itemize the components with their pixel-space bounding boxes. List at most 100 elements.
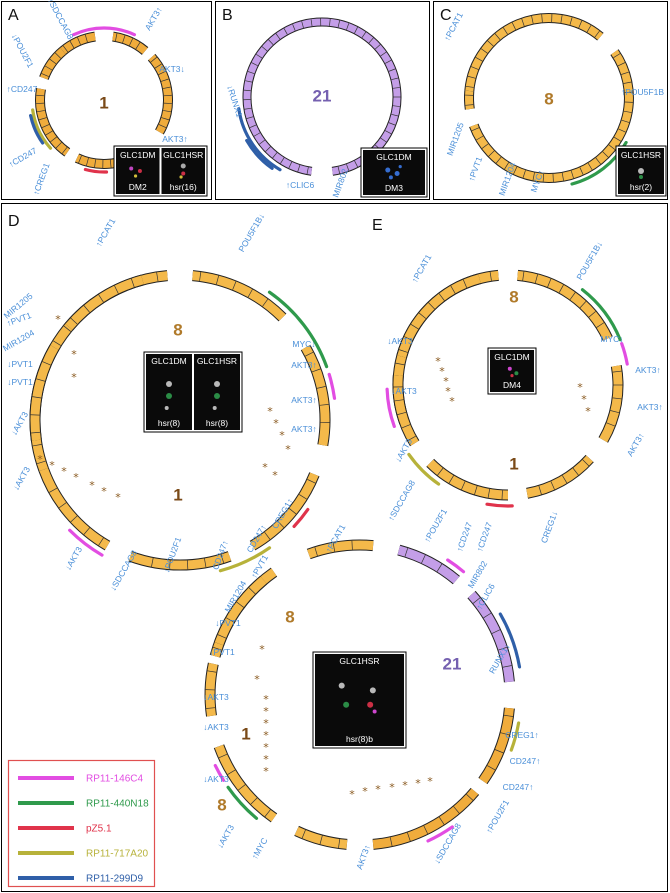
panel-b-ring-tick (245, 80, 253, 83)
panel-e-ring-tick (418, 312, 427, 319)
panel-b-inset-signal-dot (394, 170, 400, 176)
panel-a-ring-tick (161, 117, 170, 121)
panel-e-ring-tick (410, 324, 419, 330)
panel-b-ring-tick (247, 71, 255, 75)
panel-a-border (1, 1, 212, 200)
panel-c-ring-tick (504, 162, 510, 170)
panel-f-inset-signal-dot (372, 709, 377, 714)
panel-e-ring-band-4 (427, 459, 509, 500)
panel-f-ring-tick (332, 542, 336, 552)
panel-d-gene: ↑PCAT1 (93, 216, 117, 248)
panel-e-ring-tick (398, 349, 408, 353)
panel-f-star: * (259, 643, 265, 656)
panel-d-gene: ↓AKT3 (63, 545, 85, 572)
panel-e-gene: ↑PCAT1 (409, 252, 433, 284)
panel-d-ring-tick (277, 520, 285, 528)
panel-b-ring-tick (251, 62, 258, 66)
panel-f-star: * (263, 717, 269, 730)
panel-f-ring-tick (248, 587, 256, 595)
panel-d-star: * (73, 471, 79, 484)
panel-b-gene: ↓RUNX1 (225, 84, 245, 119)
panel-d-ring-tick (63, 325, 72, 332)
panel-e-inset-signal-dot (514, 371, 519, 376)
panel-f-star: * (263, 765, 269, 778)
legend-label: RP11-440N18 (86, 799, 149, 810)
panel-f-gene: ↓AKT3 (203, 722, 229, 732)
panel-d-gene: ↓PVT1 (7, 359, 33, 369)
panel-f-ring-tick (389, 837, 393, 847)
panel-d-ring-tick (311, 368, 321, 373)
panel-d-inset-caption: hsr(8) (206, 418, 228, 428)
panel-f-inset-signal-dot (338, 682, 345, 689)
panel-e-ring-tick (569, 292, 576, 300)
panel-e-ring-tick (438, 293, 445, 301)
panel-f-star: * (389, 781, 395, 794)
panel-b-ring-tick (255, 53, 263, 59)
panel-c-ring-tick (621, 71, 629, 75)
panel-e-ring-tick (534, 274, 538, 284)
panel-b-ring-tick (346, 164, 350, 171)
panel-d-inset-signal-dot (214, 393, 220, 399)
panel-b-ring-tick (374, 44, 381, 50)
panel-b-ring-tick (391, 77, 399, 81)
panel-e-gene: ↓AKT3 (387, 336, 413, 346)
panel-c-gene: ↑PVT1 (466, 155, 484, 183)
panel-e-star: * (449, 395, 455, 408)
panel-d-ring-tick (49, 487, 58, 493)
panel-f-gene: ↓PVT1 (215, 618, 241, 628)
panel-e-probe-magenta (620, 342, 629, 366)
panel-b-ring-tick (384, 59, 392, 64)
panel-c-ring-tick (560, 14, 563, 23)
panel-a-ring-tick (160, 78, 169, 82)
panel-d-probe-red (292, 507, 310, 528)
panel-d-star: * (61, 465, 67, 478)
panel-b-center-label: 21 (313, 86, 332, 105)
panel-d-ring-tick (114, 285, 119, 294)
panel-a-probe-magenta (72, 26, 136, 37)
panel-f-ring-band-2 (397, 545, 460, 584)
panel-e-gene: ↓AKT3 (391, 386, 417, 396)
legend-label: RP11-146C4 (86, 774, 144, 785)
panel-a-inset-signal-dot (180, 163, 186, 169)
panel-f-inset-label: GLC1HSR (339, 656, 379, 666)
panel-a-ring-tick (86, 157, 89, 166)
panel-a-ring-band-1 (112, 32, 148, 55)
panel-f-center-21: 21 (443, 654, 462, 673)
panel-a-gene: ↓POU2F1 (9, 32, 35, 70)
panel-c-inset-signal-dot (639, 175, 643, 179)
panel-def-border (1, 203, 668, 892)
panel-f-star: * (263, 693, 269, 706)
panel-d-ring-tick (319, 404, 329, 406)
panel-b-ring-tick (268, 39, 274, 45)
panel-b-ring-tick (283, 28, 288, 35)
panel-d-probe-green (267, 290, 329, 369)
panel-f-gene: ↓AKT3 (203, 692, 229, 702)
panel-f-star: * (263, 705, 269, 718)
panel-b-inset-image (363, 150, 425, 195)
panel-a-ring-tick (36, 110, 45, 113)
panel-d-inset-caption: hsr(8) (158, 418, 180, 428)
panel-d-star: * (262, 461, 268, 474)
panel-d-ring-band-4 (128, 552, 232, 570)
panel-d-ring-tick (98, 294, 104, 303)
panel-f-ring-tick (502, 665, 512, 668)
panel-b-inset-signal-dot (398, 165, 402, 169)
panel-e-ring-band-6 (397, 274, 481, 358)
panel-a-ring-tick (154, 63, 162, 69)
panel-d-inset-label: GLC1HSR (197, 356, 237, 366)
panel-f-ring-tick (483, 612, 492, 619)
panel-letter-d: D (8, 213, 20, 230)
panel-d-ring-tick (288, 508, 297, 515)
panel-f-ring-tick (338, 839, 341, 849)
panel-a-probe-olive (31, 108, 53, 150)
panel-f-ring-tick (238, 784, 246, 791)
panel-f-gene: ↓AKT3 (215, 823, 237, 850)
panel-b-ring-tick (301, 21, 304, 29)
panel-a-ring-tick (115, 33, 118, 42)
panel-d-ring-tick (36, 378, 46, 382)
panel-c-ring-tick (569, 17, 573, 26)
panel-c-inset-caption: hsr(2) (630, 182, 652, 192)
panel-c-ring-tick (594, 30, 600, 38)
panel-f-ring-tick (487, 765, 496, 771)
panel-b-ring-tick (275, 33, 281, 40)
